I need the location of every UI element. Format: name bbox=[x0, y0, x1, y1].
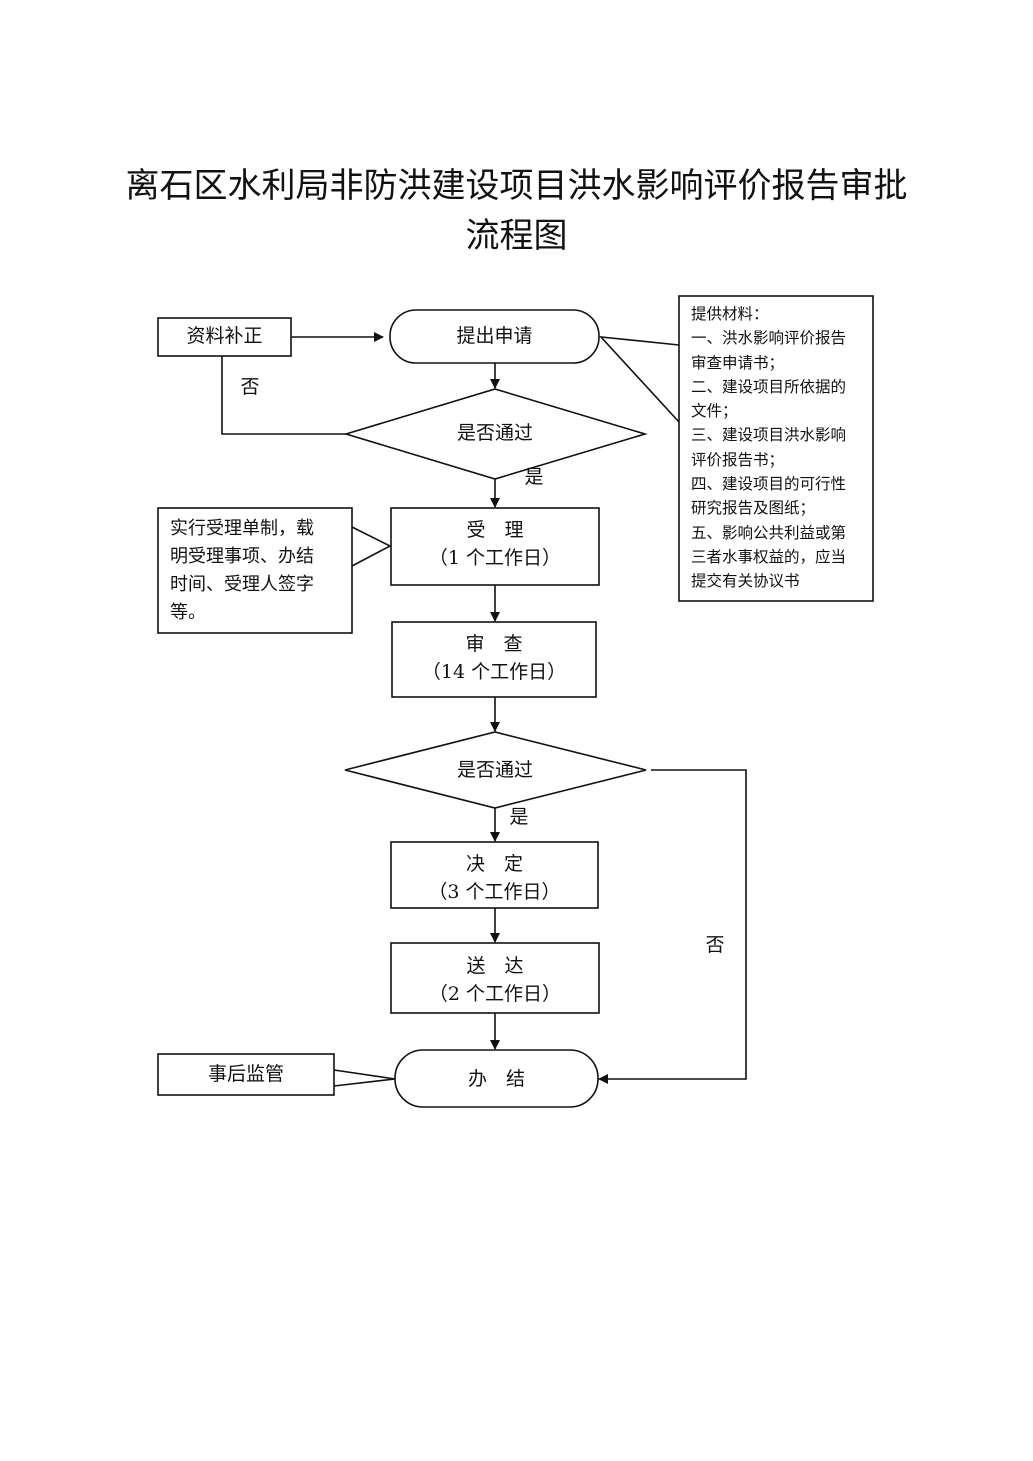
materials-line: 研究报告及图纸； bbox=[691, 499, 816, 518]
acceptance-callout-pointer bbox=[351, 526, 392, 567]
materials-line: 五、影响公共利益或第 bbox=[691, 523, 847, 542]
deliver-name: 送 达 bbox=[466, 955, 524, 977]
review-days: （14 个工作日） bbox=[421, 661, 567, 683]
line-check1-no-to-supplement bbox=[221, 356, 346, 435]
acceptance-note: 实行受理单制，载 明受理事项、办结 时间、受理人签字 等。 bbox=[170, 515, 314, 627]
decide-name: 决 定 bbox=[465, 853, 523, 875]
materials-line: 三、建设项目洪水影响 bbox=[691, 426, 847, 445]
edge-label-no-1: 否 bbox=[240, 376, 260, 398]
check1-label: 是否通过 bbox=[456, 422, 533, 444]
deliver-days: （2 个工作日） bbox=[428, 983, 562, 1005]
materials-line: 二、建设项目所依据的 bbox=[691, 377, 847, 396]
check1-diamond bbox=[343, 388, 648, 480]
acceptance-line: 实行受理单制，载 bbox=[170, 518, 314, 539]
check2-label: 是否通过 bbox=[456, 759, 533, 781]
materials-line: 审查申请书； bbox=[691, 353, 785, 372]
supplement-label: 资料补正 bbox=[186, 325, 263, 347]
review-name: 审 查 bbox=[465, 633, 523, 655]
materials-callout-pointer bbox=[598, 335, 680, 423]
decide-days: （3 个工作日） bbox=[428, 881, 561, 903]
edge-label-yes-1: 是 bbox=[524, 466, 544, 488]
supervise-box bbox=[157, 1053, 335, 1096]
arrow-check2-no-to-finish bbox=[598, 769, 747, 1084]
accept-days: （1 个工作日） bbox=[428, 547, 562, 569]
materials-line: 三者水事权益的，应当 bbox=[691, 547, 847, 566]
acceptance-line: 时间、受理人签字 bbox=[170, 574, 314, 595]
finish-label: 办 结 bbox=[467, 1068, 525, 1090]
materials-line: 文件； bbox=[691, 402, 738, 421]
edge-label-yes-2: 是 bbox=[509, 806, 529, 828]
acceptance-line: 等。 bbox=[170, 602, 206, 623]
materials-line: 提交有关协议书 bbox=[691, 572, 800, 591]
page-title-line1: 离石区水利局非防洪建设项目洪水影响评价报告审批 bbox=[125, 166, 908, 206]
page-title-line2: 流程图 bbox=[465, 216, 568, 256]
supervise-label: 事后监管 bbox=[207, 1063, 284, 1085]
materials-note: 提供材料： 一、洪水影响评价报告 审查申请书； 二、建设项目所依据的 文件； 三… bbox=[691, 302, 846, 594]
check2-diamond bbox=[344, 731, 647, 809]
materials-note-box bbox=[678, 295, 874, 602]
acceptance-note-box bbox=[157, 507, 353, 634]
edge-label-no-2: 否 bbox=[705, 934, 725, 956]
review-box bbox=[391, 621, 597, 698]
materials-line: 一、洪水影响评价报告 bbox=[691, 329, 847, 348]
materials-line: 提供材料： bbox=[691, 305, 769, 323]
accept-name: 受 理 bbox=[466, 519, 524, 541]
acceptance-line: 明受理事项、办结 bbox=[170, 546, 314, 567]
supervise-callout-pointer bbox=[333, 1069, 396, 1087]
materials-line: 评价报告书； bbox=[691, 450, 785, 469]
materials-line: 四、建设项目的可行性 bbox=[691, 475, 847, 494]
apply-label: 提出申请 bbox=[456, 325, 533, 347]
